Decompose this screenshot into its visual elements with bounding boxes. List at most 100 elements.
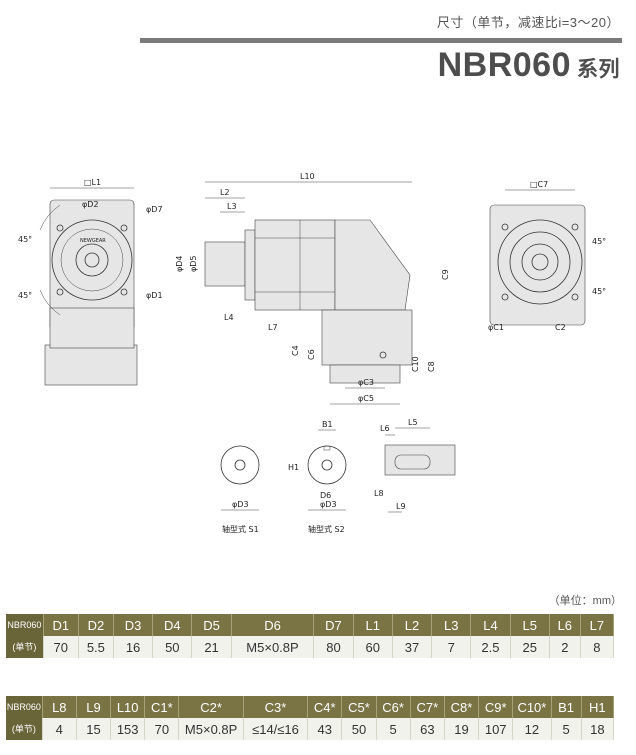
svg-text:L5: L5 bbox=[408, 418, 418, 427]
value-cell: 12 bbox=[512, 718, 552, 740]
header-rule bbox=[140, 38, 622, 43]
spec-table-1: NBR060 D1 D2 D3 D4 D5 D6 D7 L1 L2 L3 L4 … bbox=[6, 614, 615, 658]
value-cell: 37 bbox=[392, 636, 433, 658]
header-cell: D4 bbox=[152, 614, 193, 636]
value-cell: 25 bbox=[510, 636, 550, 658]
header-cell: D7 bbox=[313, 614, 354, 636]
rear-view: □C7 45° 45° φC1 C2 bbox=[488, 180, 606, 332]
table-value-row: (单节) 70 5.5 16 50 21 M5×0.8P 80 60 37 7 … bbox=[6, 636, 615, 658]
value-cell: 80 bbox=[313, 636, 354, 658]
value-cell: 5 bbox=[551, 718, 582, 740]
svg-text:L3: L3 bbox=[227, 202, 237, 211]
header-cell: C3* bbox=[243, 696, 309, 718]
side-view: L10 L2 L3 φD4 φD5 L4 L7 C9 C4 C6 C10 C8 … bbox=[175, 172, 450, 405]
svg-text:φC1: φC1 bbox=[488, 323, 504, 332]
value-cell: 2 bbox=[549, 636, 581, 658]
svg-text:C8: C8 bbox=[427, 361, 436, 372]
value-cell: 107 bbox=[478, 718, 514, 740]
value-cell: 50 bbox=[152, 636, 193, 658]
table-header-row: NBR060 L8 L9 L10 C1* C2* C3* C4* C5* C6*… bbox=[6, 696, 615, 718]
header-cell: L1 bbox=[353, 614, 393, 636]
value-cell: 8 bbox=[580, 636, 615, 658]
header-cell: L4 bbox=[470, 614, 511, 636]
header-cell: L8 bbox=[42, 696, 77, 718]
value-cell: 70 bbox=[43, 636, 79, 658]
front-view: NEWGEAR □L1 φD2 φD7 φD1 45° 45° bbox=[18, 178, 163, 386]
brand-text: NEWGEAR bbox=[80, 238, 106, 244]
svg-text:φD5: φD5 bbox=[189, 255, 198, 272]
header-cell: H1 bbox=[581, 696, 615, 718]
value-cell: 60 bbox=[353, 636, 393, 658]
header-cell: C4* bbox=[307, 696, 343, 718]
value-cell: 50 bbox=[341, 718, 377, 740]
value-cell: M5×0.8P bbox=[231, 636, 315, 658]
value-cell: 153 bbox=[110, 718, 146, 740]
svg-text:C6: C6 bbox=[307, 349, 316, 360]
table-header-row: NBR060 D1 D2 D3 D4 D5 D6 D7 L1 L2 L3 L4 … bbox=[6, 614, 615, 636]
header-cell: L10 bbox=[110, 696, 146, 718]
value-cell: 2.5 bbox=[470, 636, 511, 658]
svg-text:φD7: φD7 bbox=[146, 205, 163, 214]
header-subtitle: 尺寸（单节，减速比i=3～20） bbox=[436, 15, 620, 30]
svg-text:L2: L2 bbox=[220, 188, 230, 197]
svg-text:C9: C9 bbox=[441, 269, 450, 280]
header-cell: C2* bbox=[178, 696, 244, 718]
svg-text:B1: B1 bbox=[322, 420, 333, 429]
svg-text:L9: L9 bbox=[396, 502, 406, 511]
table-value-row: (单节) 4 15 153 70 M5×0.8P ≤14/≤16 43 50 5… bbox=[6, 718, 615, 740]
svg-text:φD2: φD2 bbox=[82, 200, 99, 209]
svg-text:φD3: φD3 bbox=[232, 500, 249, 509]
header-cell: C5* bbox=[341, 696, 377, 718]
value-cell: 5.5 bbox=[78, 636, 114, 658]
model-sub-cell: (单节) bbox=[6, 636, 44, 658]
header-cell: D5 bbox=[191, 614, 232, 636]
svg-text:L8: L8 bbox=[374, 489, 384, 498]
keyway-detail: L6 L5 L8 L9 bbox=[374, 418, 456, 513]
svg-text:L4: L4 bbox=[224, 313, 234, 322]
header-cell: L5 bbox=[510, 614, 550, 636]
shaft-type-s1: φD3 轴型式 S1 bbox=[220, 445, 260, 534]
svg-text:C10: C10 bbox=[411, 356, 420, 372]
value-cell: 70 bbox=[144, 718, 180, 740]
value-cell: M5×0.8P bbox=[178, 718, 244, 740]
svg-text:L6: L6 bbox=[380, 424, 390, 433]
model-cell: NBR060 bbox=[6, 614, 44, 636]
svg-text:φD4: φD4 bbox=[175, 255, 184, 272]
header-cell: L6 bbox=[549, 614, 581, 636]
svg-text:L7: L7 bbox=[268, 323, 278, 332]
model-name: NBR060 bbox=[437, 46, 571, 84]
svg-text:45°: 45° bbox=[592, 237, 606, 246]
value-cell: 15 bbox=[76, 718, 112, 740]
svg-text:轴型式 S2: 轴型式 S2 bbox=[308, 524, 345, 534]
svg-text:45°: 45° bbox=[18, 291, 32, 300]
header-cell: L3 bbox=[431, 614, 472, 636]
value-cell: 4 bbox=[42, 718, 77, 740]
header-cell: C7* bbox=[410, 696, 445, 718]
svg-text:D6: D6 bbox=[320, 491, 331, 500]
value-cell: 21 bbox=[191, 636, 232, 658]
value-cell: ≤14/≤16 bbox=[243, 718, 309, 740]
svg-text:□C7: □C7 bbox=[530, 180, 548, 189]
svg-text:H1: H1 bbox=[288, 463, 299, 472]
value-cell: 43 bbox=[307, 718, 343, 740]
header-cell: D3 bbox=[113, 614, 154, 636]
header-cell: C10* bbox=[512, 696, 552, 718]
model-cell: NBR060 bbox=[6, 696, 43, 718]
series-label: 系列 bbox=[577, 58, 620, 81]
header-cell: C8* bbox=[444, 696, 480, 718]
header-cell: C1* bbox=[144, 696, 180, 718]
value-cell: 7 bbox=[431, 636, 472, 658]
value-cell: 16 bbox=[113, 636, 154, 658]
header-cell: C9* bbox=[478, 696, 514, 718]
svg-text:φD3: φD3 bbox=[320, 500, 337, 509]
svg-text:φD1: φD1 bbox=[146, 291, 163, 300]
model-sub-cell: (单节) bbox=[6, 718, 43, 740]
svg-text:□L1: □L1 bbox=[84, 178, 101, 187]
technical-drawing: NEWGEAR □L1 φD2 φD7 φD1 45° 45° L10 L2 L… bbox=[18, 172, 606, 534]
svg-text:φC5: φC5 bbox=[358, 394, 374, 403]
header-cell: B1 bbox=[551, 696, 582, 718]
svg-text:C2: C2 bbox=[555, 323, 566, 332]
svg-text:轴型式 S1: 轴型式 S1 bbox=[222, 524, 259, 534]
header-cell: L2 bbox=[392, 614, 433, 636]
header-cell: C6* bbox=[376, 696, 411, 718]
